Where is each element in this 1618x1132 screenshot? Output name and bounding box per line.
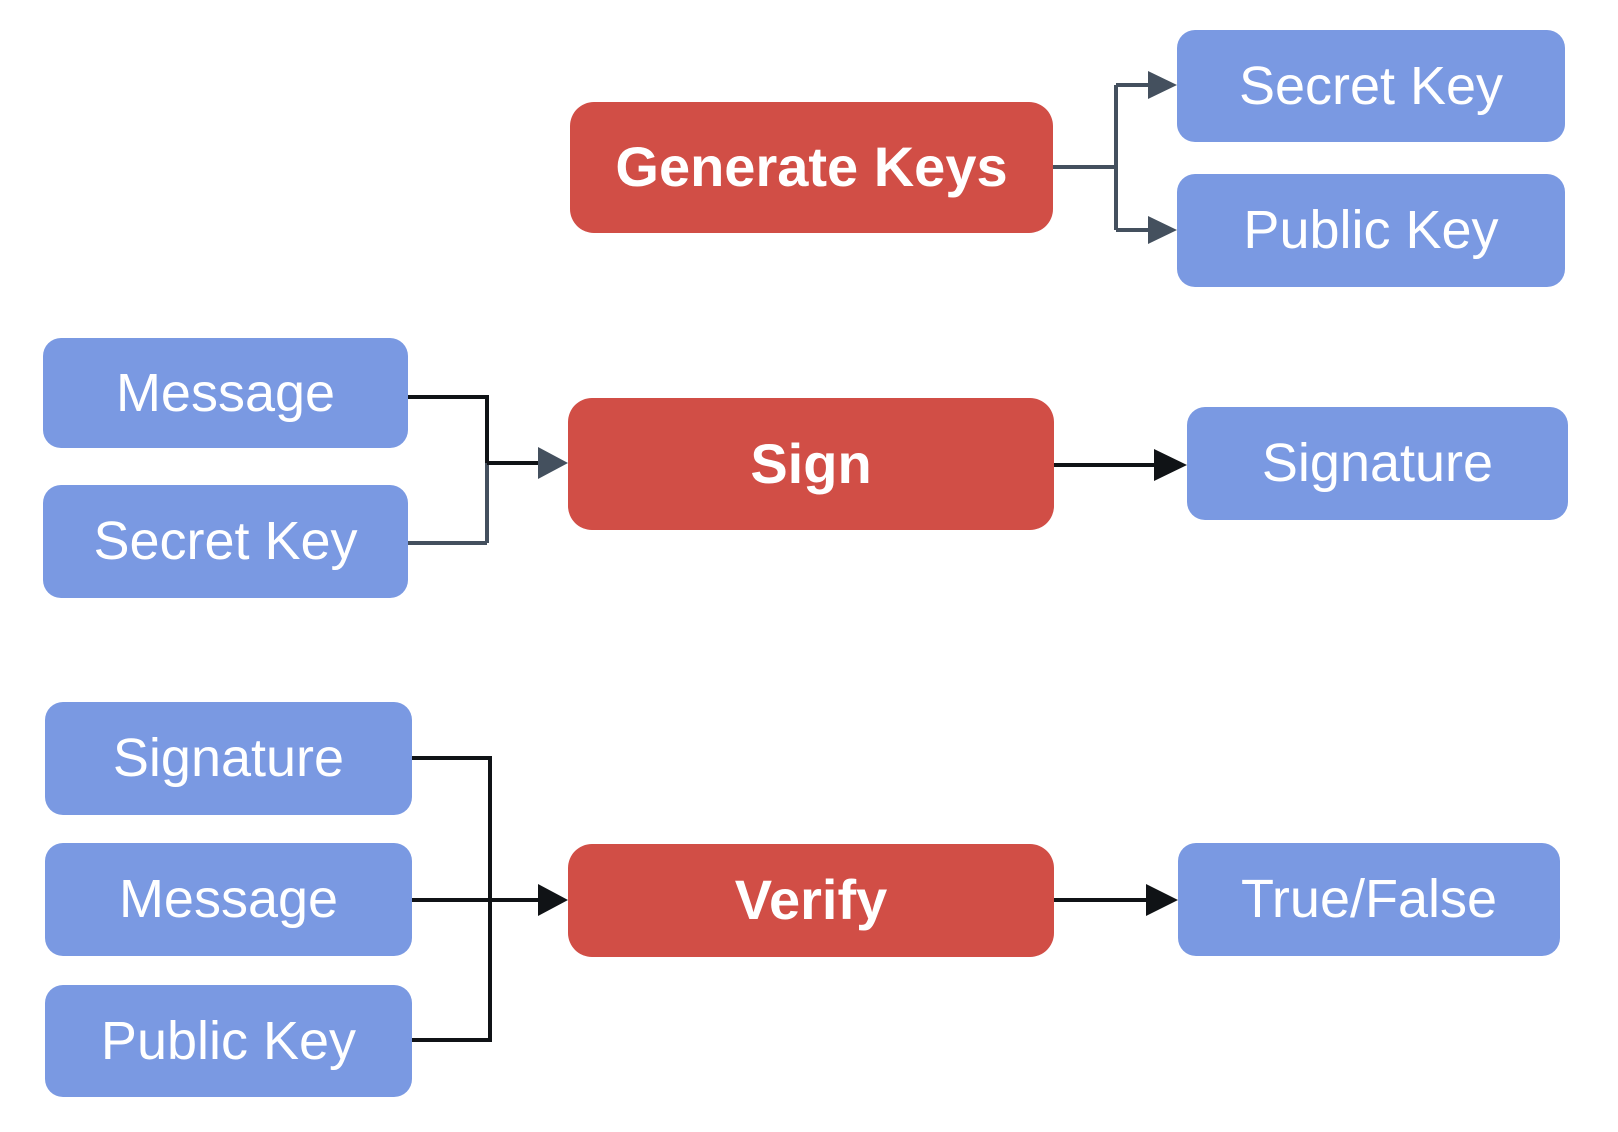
- process-sign-label: Sign: [750, 431, 872, 495]
- input-secret-key-sign: Secret Key: [43, 485, 408, 598]
- input-public-key-verify-label: Public Key: [100, 1010, 357, 1071]
- output-true-false: True/False: [1178, 843, 1560, 956]
- input-message-verify: Message: [45, 843, 412, 956]
- input-public-key-verify: Public Key: [45, 985, 412, 1097]
- input-message-sign-label: Message: [115, 362, 336, 423]
- arrowhead-to-verify: [538, 884, 568, 916]
- input-message-sign: Message: [43, 338, 408, 448]
- arrowhead-to-public-key: [1148, 216, 1177, 244]
- input-secret-key-sign-label: Secret Key: [93, 511, 358, 572]
- connector-verify-to-truefalse: [1054, 884, 1178, 916]
- process-sign: Sign: [568, 398, 1054, 530]
- connector-inputs-to-sign: [408, 395, 568, 545]
- process-verify-label: Verify: [734, 868, 888, 932]
- arrowhead-to-truefalse: [1146, 884, 1178, 916]
- arrowhead-to-signature: [1154, 449, 1187, 481]
- process-generate-keys: Generate Keys: [570, 102, 1053, 233]
- connector-sign-to-signature: [1054, 449, 1187, 481]
- output-public-key: Public Key: [1177, 174, 1565, 287]
- output-signature-label: Signature: [1261, 433, 1494, 494]
- input-signature-verify-label: Signature: [112, 728, 345, 789]
- input-signature-verify: Signature: [45, 702, 412, 815]
- output-true-false-label: True/False: [1240, 869, 1498, 930]
- arrowhead-to-sign: [538, 447, 568, 479]
- input-message-verify-label: Message: [118, 869, 339, 930]
- process-verify: Verify: [568, 844, 1054, 957]
- connector-inputs-to-verify: [412, 756, 568, 1042]
- process-generate-keys-label: Generate Keys: [615, 135, 1008, 199]
- output-signature: Signature: [1187, 407, 1568, 520]
- output-secret-key: Secret Key: [1177, 30, 1565, 142]
- output-public-key-label: Public Key: [1243, 200, 1499, 261]
- connector-generate-to-keys: [1053, 71, 1177, 244]
- arrowhead-to-secret-key: [1148, 71, 1177, 99]
- output-secret-key-label: Secret Key: [1238, 55, 1504, 116]
